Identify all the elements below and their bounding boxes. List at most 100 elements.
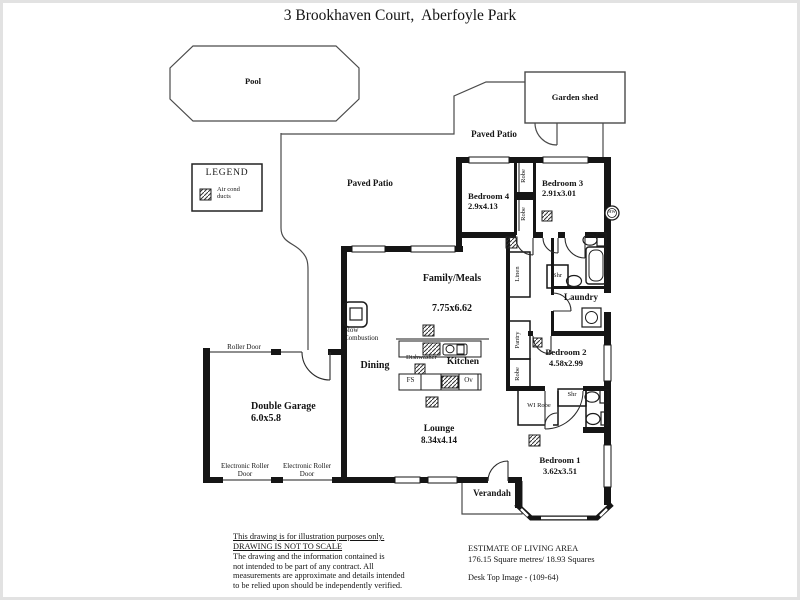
bed3-door-arc [542,237,559,254]
wall-family-top [341,246,463,252]
shr-bathroom-label: Shr [552,272,563,279]
window-bed3 [542,156,589,164]
wall-laundry-bath [553,286,604,289]
window-bed4 [468,156,510,164]
air-cond-duct-icon [422,324,435,337]
bathroom-door-arc [564,237,586,259]
bedroom3-label: Bedroom 3 [542,178,584,188]
wall-garage-top-right [328,349,347,355]
wall-wing-bottom-4 [585,232,604,238]
dishwasher-label: Dishwasher [406,354,437,361]
air-cond-duct-icon [541,210,553,222]
wall-robe-divider [514,192,536,200]
wi-robe-door-arc [544,412,558,426]
window-family-2 [410,245,456,253]
robe-bed4-label: Robe [520,169,527,183]
toilet-ensuite-icon [584,391,600,403]
bath-icon [585,246,607,285]
slow-combustion-flue [349,307,363,321]
trough-bowl-icon [585,311,598,324]
electronic-roller-door-left-label: Electronic Roller Door [221,462,270,478]
bedroom4-label: Bedroom 4 [468,191,510,201]
basin-ensuite-icon [585,412,601,426]
bedroom2-size: 4.58x2.99 [549,358,583,368]
pantry-label: Pantry [514,331,521,349]
shower-bathroom-box [546,264,569,289]
sink-drainer-icon [456,344,465,355]
wall-front-door-left [457,477,488,483]
paved-patio-upper-label: Paved Patio [471,129,517,139]
garden-shed-label: Garden shed [551,92,599,102]
air-cond-duct-icon [532,337,543,348]
estimate-title: ESTIMATE OF LIVING AREA [468,543,579,553]
bedroom1-size: 3.62x3.51 [543,466,577,476]
estimate-value: 176.15 Square metres/ 18.93 Squares [468,554,595,564]
garage-size: 6.0x5.8 [251,413,281,424]
sink-bowl-icon [445,344,455,354]
shed-door-arc [534,122,558,146]
disclaimer-line: This drawing is for illustration purpose… [233,532,385,541]
bedroom1-label: Bedroom 1 [539,455,581,465]
lounge-size: 8.34x4.14 [421,435,457,445]
air-cond-duct-icon [199,188,212,201]
basin-bathroom-icon [565,274,583,288]
oven-label: Ov [464,376,473,384]
cistern-ensuite-icon [599,389,609,404]
robe-bed2-label: Robe [514,367,521,381]
cistern-bathroom-icon [596,232,607,247]
garage-side-door-arc [301,351,331,381]
hot-water-inner-icon [607,208,617,218]
sink-icon [442,343,468,356]
vanity-ensuite-icon [600,411,609,426]
wall-west [341,246,347,483]
robe-bed3-label: Robe [520,207,527,221]
wall-garage-bottom-1 [203,477,223,483]
wall-hall-bath [551,238,554,295]
cooktop-icon [441,375,459,389]
wall-right-1 [604,157,611,293]
garden-shed-outline [524,71,626,124]
wall-hall-family [506,236,510,386]
bedroom4-size: 2.9x4.13 [468,201,498,211]
wall-wing-left [456,157,462,252]
patio-upper-boundary [281,81,525,135]
bay-window [514,502,614,521]
pool-outline [169,45,360,122]
wall-garage-top-post [271,349,281,355]
wi-robe-label: WI Robe [527,402,551,409]
wall-bed2-top-2 [551,331,604,336]
window-bed1 [603,444,612,488]
wall-hall-laundry [551,311,554,333]
disclaimer-line: to be relied upon should be independentl… [233,581,403,590]
electronic-roller-door-right-label: Electronic Roller Door [283,462,332,478]
bench-dividers [420,374,479,390]
wall-right-2 [604,312,611,345]
verandah-label: Verandah [473,488,511,498]
laundry-door-arc [552,292,572,312]
wall-bed1-top-2 [583,386,604,391]
wall-wing-bottom-1 [456,232,516,238]
pool-label: Pool [244,76,262,86]
garage-label: Double Garage [251,401,316,412]
wall-ensuite-bottom [583,427,604,433]
disclaimer-line: DRAWING IS NOT TO SCALE [233,542,343,551]
front-door-arc [487,460,509,482]
laundry-label: Laundry [563,292,598,302]
dining-label: Dining [360,360,390,371]
windows [351,156,612,488]
kitchen-bench [398,373,482,391]
legend-title: LEGEND [205,168,249,178]
legend-air-cond-label: Air cond ducts [217,186,240,201]
wall-garage-bottom-3 [332,477,347,483]
bedroom2-label: Bedroom 2 [545,347,587,357]
walls [203,157,611,508]
page-title: 3 Brookhaven Court, Aberfoyle Park [283,7,517,24]
wall-wing-bottom-3 [558,232,565,238]
window-lounge-2 [427,476,458,484]
window-lounge-1 [394,476,421,484]
robe-closet-bed2 [508,358,531,390]
image-reference: Desk Top Image - (109-64) [468,573,559,582]
air-cond-duct-icon [414,363,426,375]
linen-closet [508,251,531,298]
dishwasher-icon [422,342,441,356]
